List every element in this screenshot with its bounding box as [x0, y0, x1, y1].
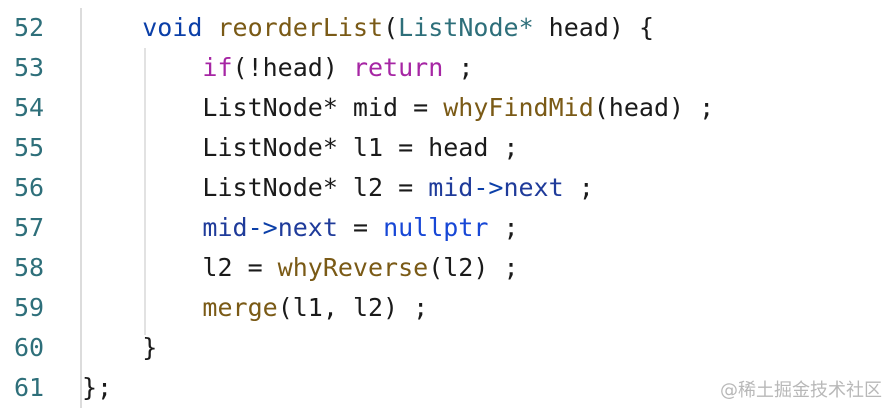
code-token: ->	[247, 213, 278, 242]
code-token: next	[503, 173, 564, 202]
code-token: }	[82, 333, 158, 362]
line-number: 53	[14, 53, 45, 82]
code-token: =	[337, 213, 384, 242]
code-token: (	[383, 13, 399, 42]
code-token: void	[142, 13, 203, 42]
line-code: merge(l1, l2) ;	[82, 288, 428, 328]
gutter-divider	[80, 8, 82, 408]
code-token: head) {	[533, 13, 655, 42]
watermark-text: @稀土掘金技术社区	[720, 380, 882, 401]
code-token	[82, 13, 142, 42]
code-token: ;	[488, 213, 519, 242]
code-token: ListNode	[398, 13, 519, 42]
code-token: (l1, l2) ;	[277, 293, 429, 322]
code-token: whyFindMid	[443, 93, 594, 122]
line-code: };	[82, 368, 112, 408]
code-token: ListNode* mid =	[82, 93, 444, 122]
code-token: (!head)	[232, 53, 353, 82]
line-number: 55	[14, 133, 45, 162]
code-token: ListNode* l1 = head ;	[82, 133, 519, 162]
line-code: ListNode* mid = whyFindMid(head) ;	[82, 88, 714, 128]
code-token	[82, 53, 202, 82]
code-token	[82, 213, 202, 242]
code-token: next	[277, 213, 338, 242]
code-token: mid	[428, 173, 474, 202]
line-code: mid->next = nullptr ;	[82, 208, 519, 248]
code-token: (l2) ;	[428, 253, 519, 282]
code-token: };	[82, 373, 113, 402]
line-code: }	[82, 328, 157, 368]
line-code: void reorderList(ListNode* head) {	[82, 8, 654, 48]
line-code: l2 = whyReverse(l2) ;	[82, 248, 519, 288]
line-number: 61	[14, 373, 45, 402]
code-token: (head) ;	[593, 93, 715, 122]
code-token: whyReverse	[277, 253, 429, 282]
code-token	[82, 293, 202, 322]
code-token	[202, 13, 217, 42]
line-number: 56	[14, 173, 45, 202]
line-number: 54	[14, 93, 45, 122]
code-token: ListNode* l2 =	[82, 173, 429, 202]
line-number: 59	[14, 293, 45, 322]
code-token: ;	[443, 53, 474, 82]
code-token: *	[518, 13, 534, 42]
line-code: ListNode* l2 = mid->next ;	[82, 168, 594, 208]
code-token: return	[352, 53, 444, 82]
code-token: mid	[202, 213, 248, 242]
code-token: merge	[202, 293, 278, 322]
code-token: l2 =	[82, 253, 278, 282]
code-token: if	[202, 53, 233, 82]
code-editor: 52 void reorderList(ListNode* head) {53 …	[0, 8, 892, 408]
line-number: 57	[14, 213, 45, 242]
line-number: 58	[14, 253, 45, 282]
line-number: 52	[14, 13, 45, 42]
code-token: nullptr	[383, 213, 489, 242]
indent-guide	[144, 48, 146, 335]
line-code: ListNode* l1 = head ;	[82, 128, 519, 168]
line-code: if(!head) return ;	[82, 48, 473, 88]
code-token: reorderList	[217, 13, 384, 42]
code-token: ->	[473, 173, 504, 202]
line-number: 60	[14, 333, 45, 362]
code-token: ;	[563, 173, 594, 202]
